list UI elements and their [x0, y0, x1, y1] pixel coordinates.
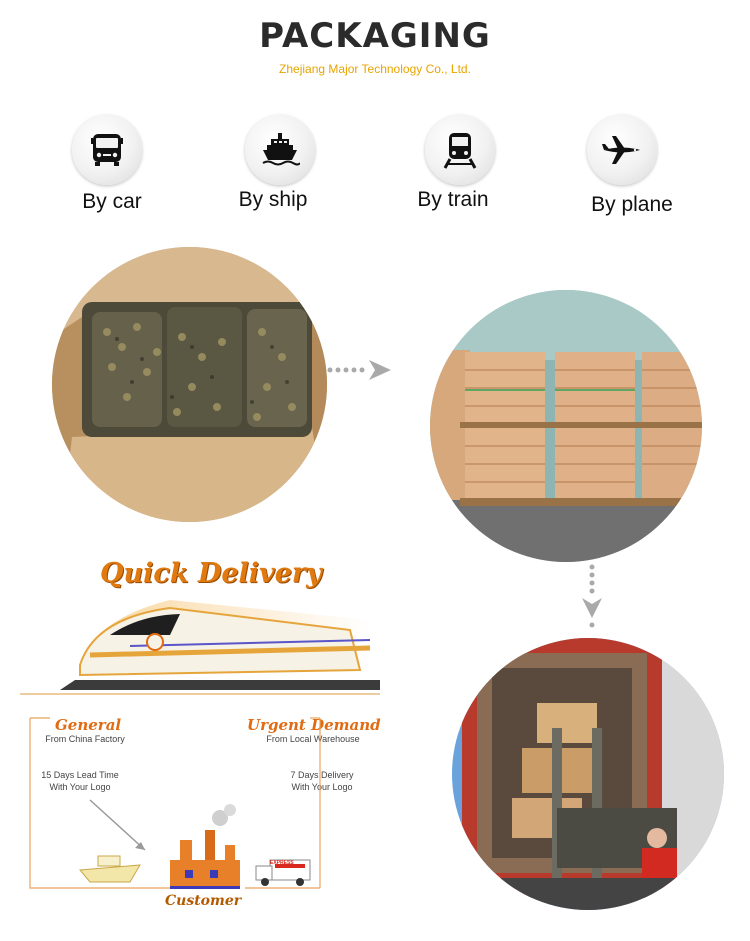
mode-label-train: By train	[417, 188, 489, 211]
mode-label-ship: By ship	[238, 188, 308, 211]
bullet-train-illustration	[20, 600, 380, 695]
bus-icon	[72, 115, 142, 185]
mode-label-car: By car	[82, 190, 142, 213]
ship-icon	[245, 115, 315, 185]
arrow-right-icon	[327, 360, 391, 380]
urgent-heading: Urgent Demand	[247, 716, 381, 734]
container-loading-photo	[452, 638, 724, 910]
plane-icon	[587, 115, 657, 185]
general-heading: General	[55, 716, 122, 734]
customer-label: Customer	[165, 893, 242, 909]
page-title: PACKAGING	[259, 16, 491, 56]
general-lead-time: 15 Days Lead Time	[41, 770, 119, 780]
pallet-warehouse-photo	[430, 290, 702, 562]
delivery-flow-diagram	[29, 717, 321, 889]
truck-express-label: EXPRESS	[270, 860, 294, 866]
train-icon	[425, 115, 495, 185]
cargo-ship-illustration	[79, 855, 141, 883]
general-source: From China Factory	[45, 734, 125, 744]
urgent-source: From Local Warehouse	[266, 734, 360, 744]
quick-delivery-title: Quick Delivery	[100, 558, 322, 589]
mode-label-plane: By plane	[591, 193, 673, 216]
urgent-logo-note: With Your Logo	[291, 782, 353, 792]
urgent-lead-time: 7 Days Delivery	[290, 770, 354, 780]
factory-illustration	[170, 804, 240, 889]
arrow-down-icon	[582, 564, 602, 628]
delivery-truck-icon	[255, 859, 311, 886]
carton-box-photo	[52, 247, 327, 522]
company-name: Zhejiang Major Technology Co., Ltd.	[279, 62, 471, 76]
general-logo-note: With Your Logo	[49, 782, 111, 792]
